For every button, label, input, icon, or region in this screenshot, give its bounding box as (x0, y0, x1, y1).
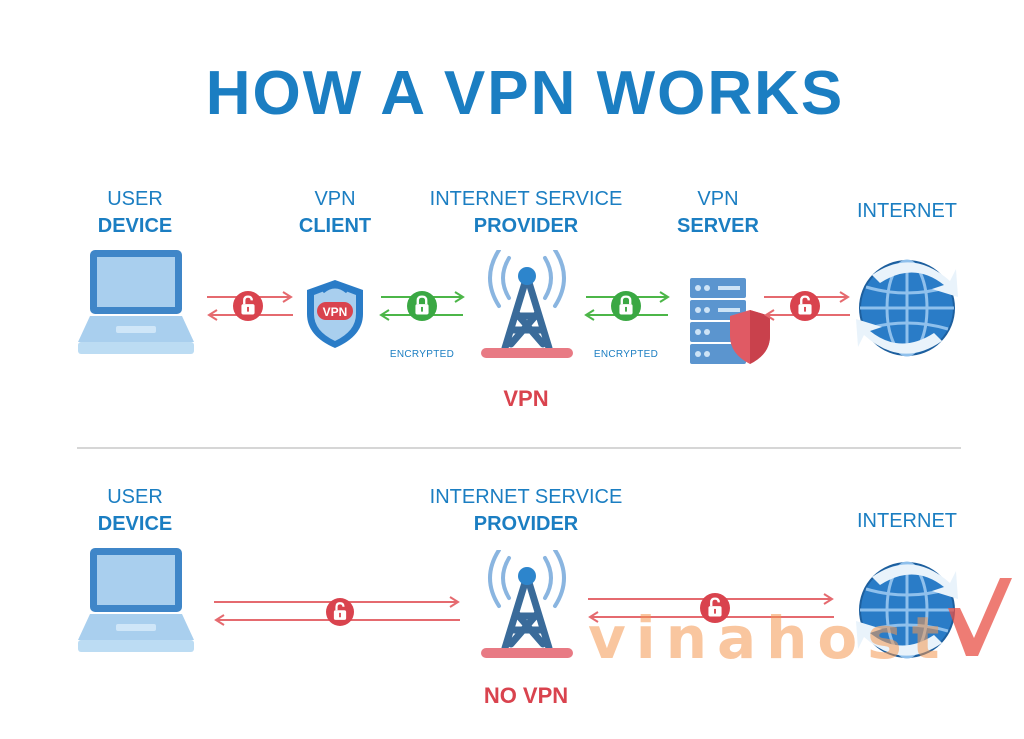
lock-icon (407, 291, 437, 321)
label-user-device: USER DEVICE (97, 188, 173, 237)
no-vpn-caption: NO VPN (483, 683, 569, 708)
watermark-text: vinahost (588, 604, 950, 672)
section-divider (77, 447, 961, 449)
encrypted-label-1: ENCRYPTED (389, 349, 455, 360)
label-vpn-client: VPN CLIENT (298, 188, 372, 237)
shield-text: VPN (323, 305, 348, 319)
vpn-caption: VPN (503, 386, 549, 411)
laptop-icon (78, 548, 194, 656)
label-user-device: USER DEVICE (97, 486, 173, 535)
radio-tower-icon (477, 250, 577, 360)
unlock-icon (790, 291, 820, 321)
label-internet: INTERNET (857, 510, 957, 532)
label-isp: INTERNET SERVICE PROVIDER (429, 188, 623, 237)
vpn-shield-icon: VPN (307, 280, 363, 348)
watermark-logo-icon (948, 578, 1012, 656)
lock-icon (611, 291, 641, 321)
label-internet: INTERNET (857, 200, 957, 222)
unlock-icon (233, 291, 263, 321)
encrypted-label-2: ENCRYPTED (593, 349, 659, 360)
radio-tower-icon (477, 550, 577, 660)
label-isp: INTERNET SERVICE PROVIDER (429, 486, 623, 535)
globe-icon (852, 253, 962, 363)
unlock-icon (326, 598, 354, 626)
page-title: HOW A VPN WORKS (205, 59, 845, 128)
laptop-icon (78, 250, 194, 358)
label-vpn-server: VPN SERVER (677, 188, 759, 237)
server-icon (690, 278, 770, 368)
